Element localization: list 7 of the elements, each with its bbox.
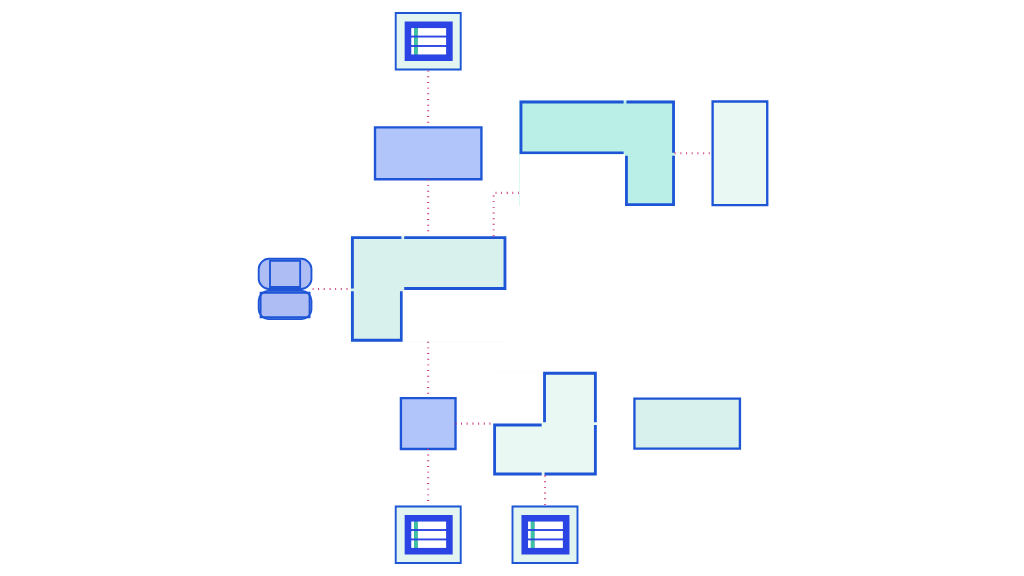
node-box (399, 397, 457, 451)
node-box (373, 126, 483, 181)
connector (543, 475, 546, 506)
connector (674, 152, 712, 155)
node-box (710, 100, 768, 207)
connector (492, 191, 519, 237)
node-box (632, 397, 741, 450)
